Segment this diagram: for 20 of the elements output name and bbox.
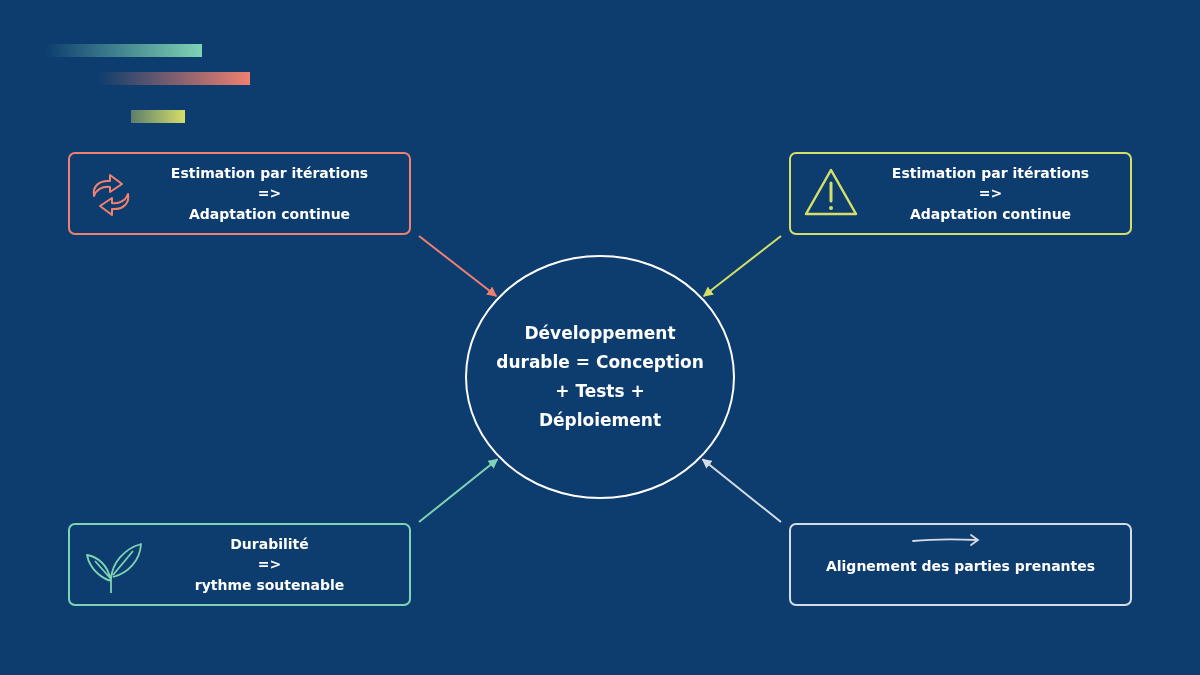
topic-box xyxy=(789,523,1132,606)
box-text: rythme soutenable xyxy=(194,575,345,595)
topic-box xyxy=(68,523,411,606)
box-text: Adaptation continue xyxy=(909,204,1072,224)
arrow xyxy=(701,458,782,523)
circle-text: Développement durable = Conception + Tests + Déploiement xyxy=(495,322,705,432)
central-circle xyxy=(465,255,735,499)
arrow xyxy=(702,235,782,298)
box-text: Adaptation continue xyxy=(188,204,351,224)
topic-box xyxy=(68,152,411,235)
box-text: => xyxy=(257,555,282,575)
arrow xyxy=(418,458,499,523)
box-text: Estimation par itérations xyxy=(170,163,369,183)
box-text: => xyxy=(257,184,282,204)
box-text: Estimation par itérations xyxy=(891,163,1090,183)
box-text: => xyxy=(978,184,1003,204)
topic-box xyxy=(789,152,1132,235)
box-text: Durabilité xyxy=(230,534,309,554)
arrow xyxy=(418,235,498,298)
box-text: Alignement des parties prenantes xyxy=(825,557,1096,577)
